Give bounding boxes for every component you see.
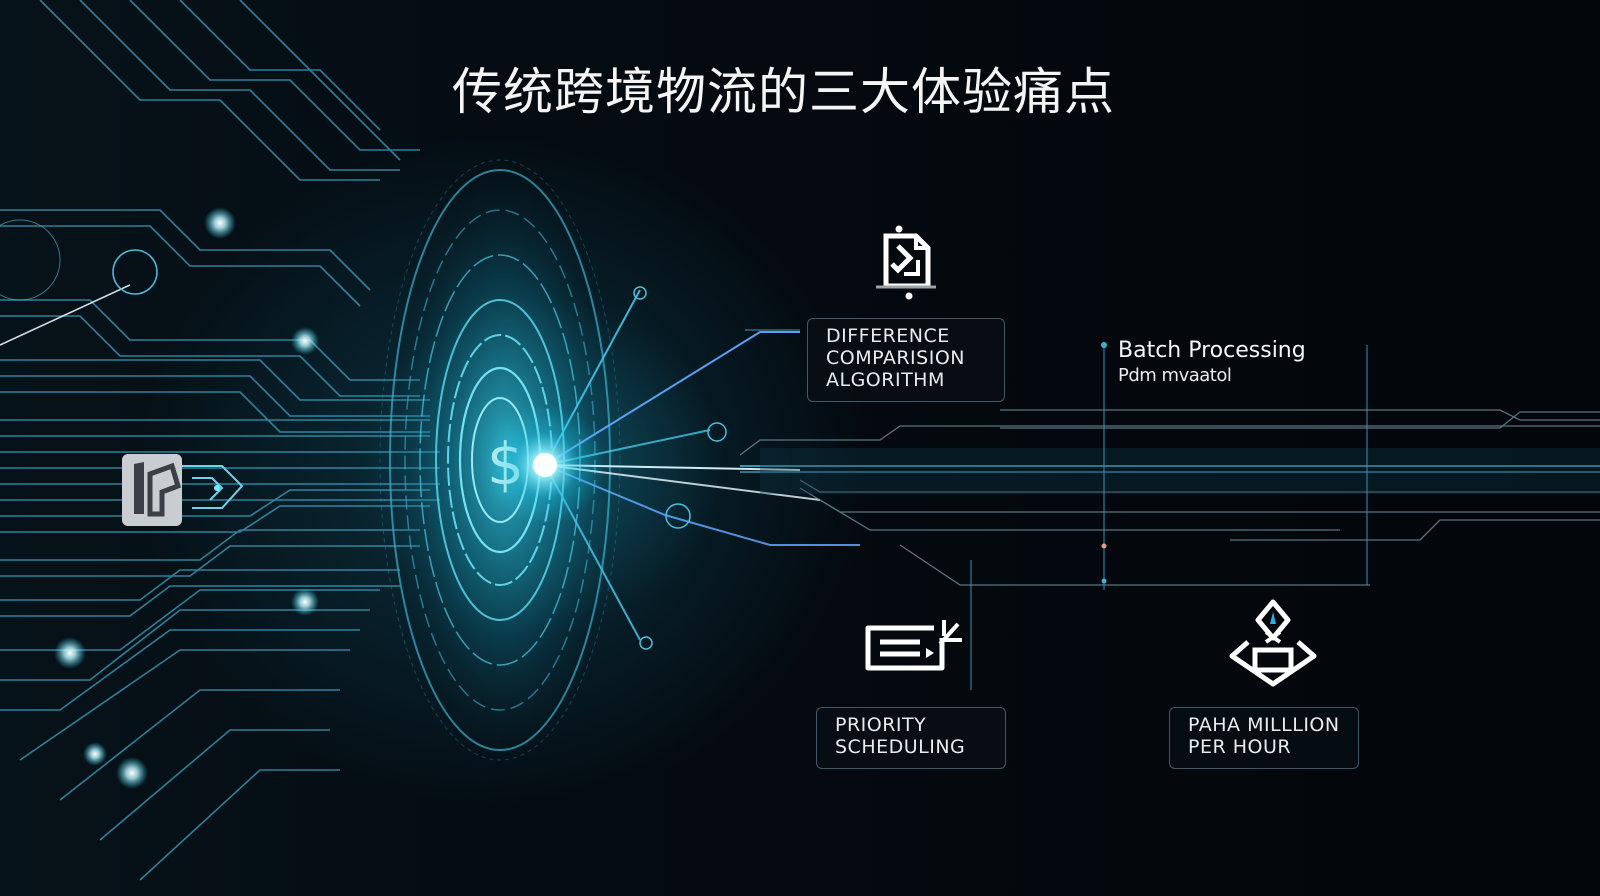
- vertical-connectors: [745, 329, 1368, 690]
- slide-title: 传统跨境物流的三大体验痛点: [452, 63, 1115, 121]
- trace-node: [1101, 543, 1107, 549]
- package-diamond-icon: [1228, 598, 1318, 690]
- label-line: PAHA MILLLION: [1188, 714, 1340, 736]
- chip-logo-icon: [122, 452, 247, 528]
- batch-subtitle: Pdm mvaatol: [1118, 365, 1232, 386]
- label-line: DIFFERENCE: [826, 325, 950, 347]
- data-stream-band: [760, 448, 1600, 494]
- trace-node: [1101, 578, 1107, 584]
- label-line: PRIORITY: [835, 714, 927, 736]
- pcb-traces-right: [739, 409, 1600, 586]
- label-line: ALGORITHM: [826, 369, 945, 391]
- feature-batch-processing: Batch Processing Pdm mvaatol: [1118, 338, 1306, 386]
- pcb-traces-left: [0, 0, 440, 881]
- document-compare-icon: [872, 224, 944, 300]
- label-line: PER HOUR: [1188, 736, 1292, 758]
- batch-title: Batch Processing: [1118, 338, 1306, 363]
- priority-card-icon: [864, 618, 962, 676]
- feature-label-throughput: PAHA MILLLION PER HOUR: [1169, 707, 1359, 769]
- ray-terminal-nodes: [633, 286, 727, 650]
- feature-label-priority-scheduling: PRIORITY SCHEDULING: [816, 707, 1006, 769]
- glow-nodes: [0, 207, 605, 789]
- node-dot-icon: [1101, 342, 1107, 348]
- label-line: COMPARISION: [826, 347, 965, 369]
- label-line: SCHEDULING: [835, 736, 966, 758]
- feature-label-difference-comparison: DIFFERENCE COMPARISION ALGORITHM: [807, 318, 1005, 402]
